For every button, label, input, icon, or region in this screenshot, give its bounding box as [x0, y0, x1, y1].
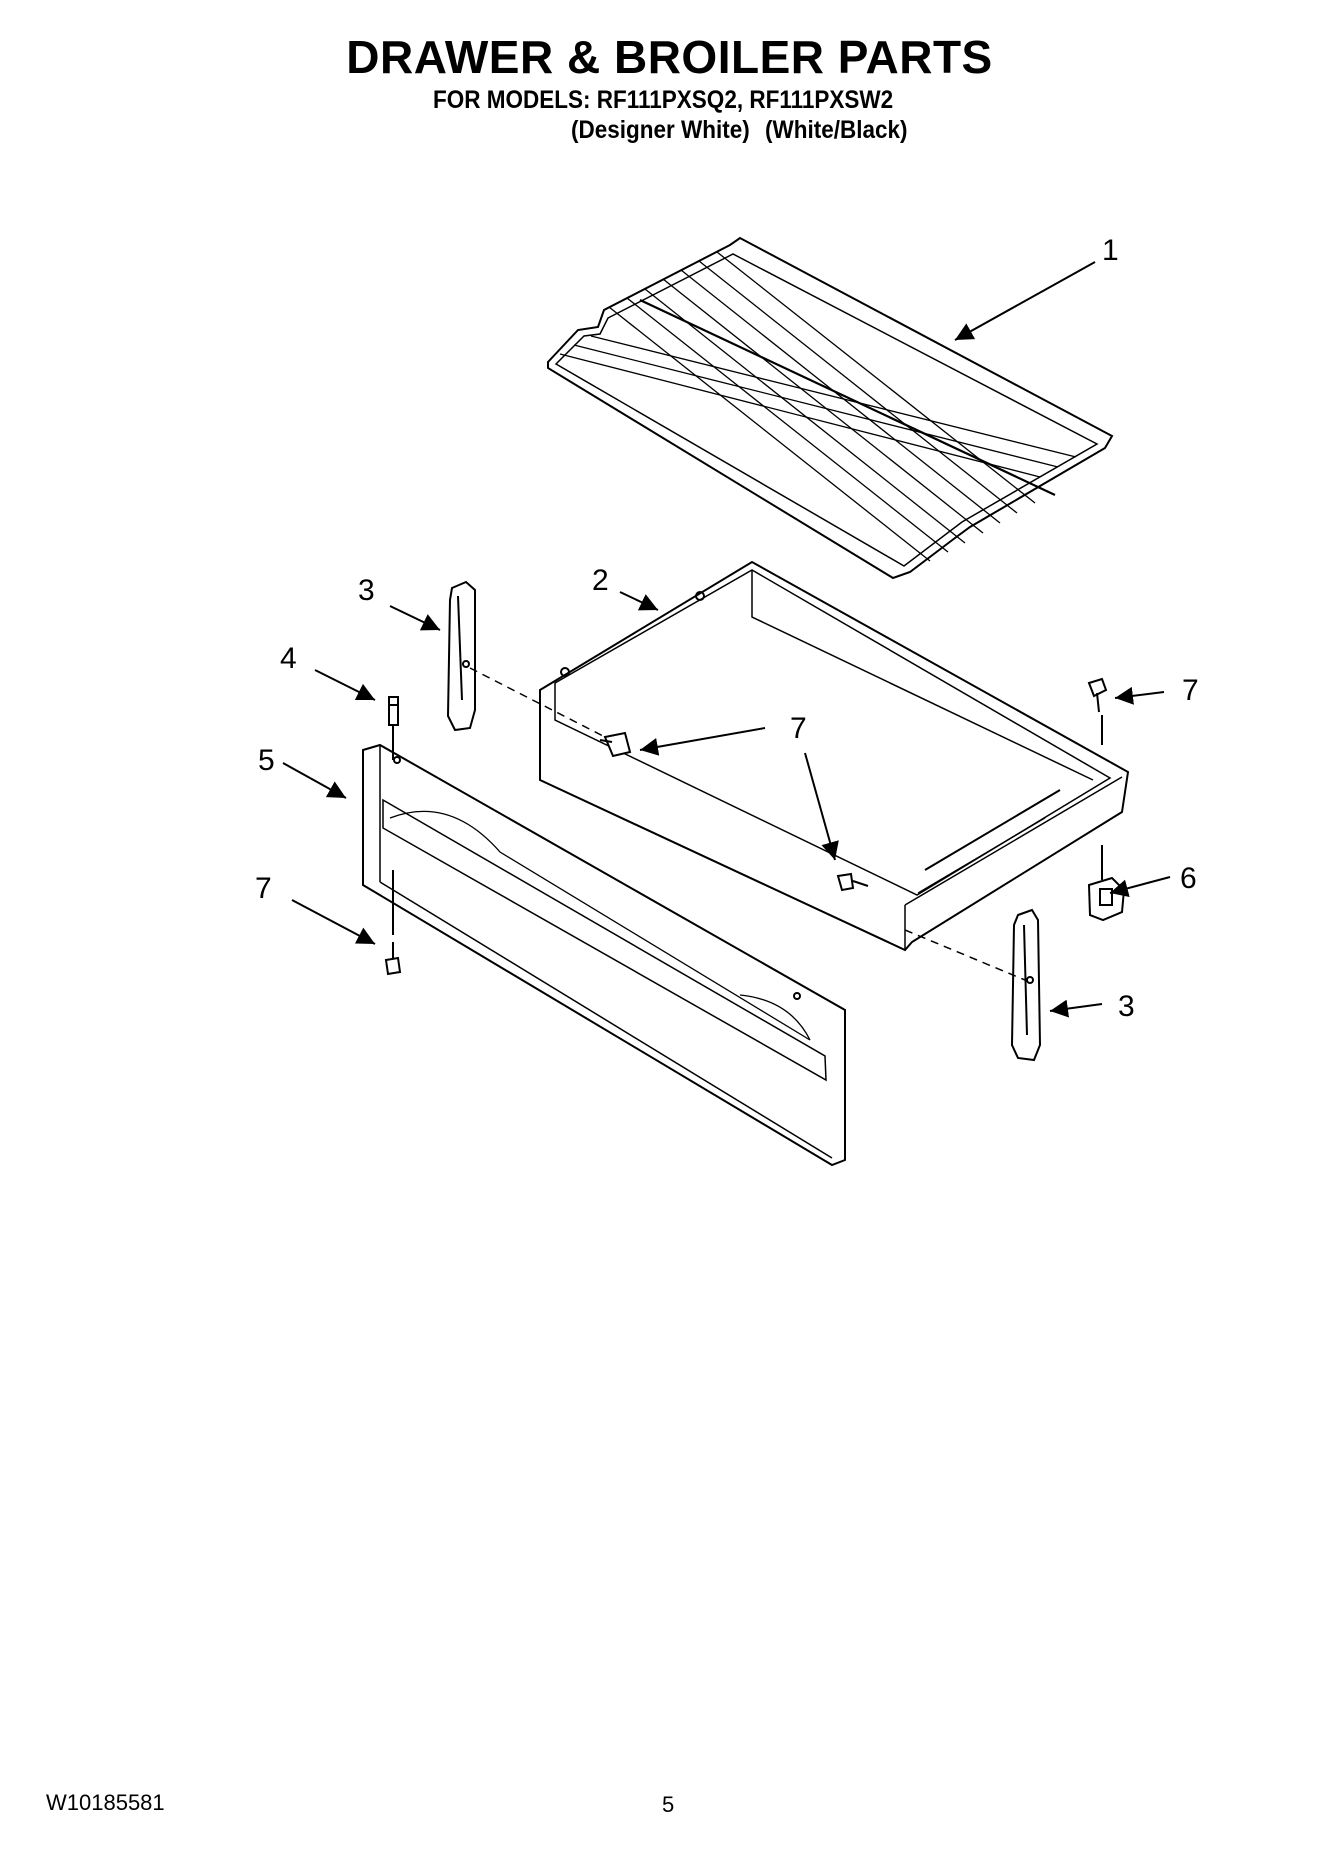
- models-line: FOR MODELS: RF111PXSQ2, RF111PXSW2: [433, 86, 894, 114]
- callout-leaders: [282, 261, 1171, 1018]
- callout-7-center: 7: [790, 712, 807, 745]
- drawer-panel-part-5: [362, 743, 846, 1167]
- document-number: W10185581: [46, 1790, 165, 1815]
- callout-5: 5: [258, 744, 275, 777]
- screw-part-7-center: [836, 872, 869, 892]
- callout-1: 1: [1102, 234, 1119, 267]
- color-variant-1: (Designer White): [571, 116, 750, 144]
- page-title: DRAWER & BROILER PARTS: [346, 31, 993, 83]
- callout-2: 2: [592, 564, 609, 597]
- screw-part-7-bottom-left: [384, 870, 402, 976]
- callout-3-right: 3: [1118, 990, 1135, 1023]
- drawer-slide-part-3-left: [446, 580, 476, 732]
- broiler-drawer-part-2: [539, 560, 1130, 952]
- clip-part-6: [1087, 845, 1126, 922]
- callout-3-left: 3: [358, 574, 375, 607]
- callout-7-left: 7: [255, 872, 272, 905]
- broiler-rack-part-1: [547, 236, 1114, 580]
- color-variant-2: (White/Black): [765, 116, 908, 144]
- color-variants: (Designer White) (White/Black): [571, 116, 917, 145]
- screw-part-7-left-mid: [599, 731, 632, 758]
- callout-6: 6: [1180, 862, 1197, 895]
- page-number: 5: [662, 1792, 675, 1817]
- stud-part-4: [388, 696, 399, 760]
- callout-4: 4: [280, 642, 297, 675]
- callout-7-right: 7: [1182, 674, 1199, 707]
- alignment-lines: [469, 667, 1026, 981]
- drawer-slide-part-3-right: [1010, 908, 1042, 1062]
- screw-part-7-top-right: [1087, 677, 1108, 745]
